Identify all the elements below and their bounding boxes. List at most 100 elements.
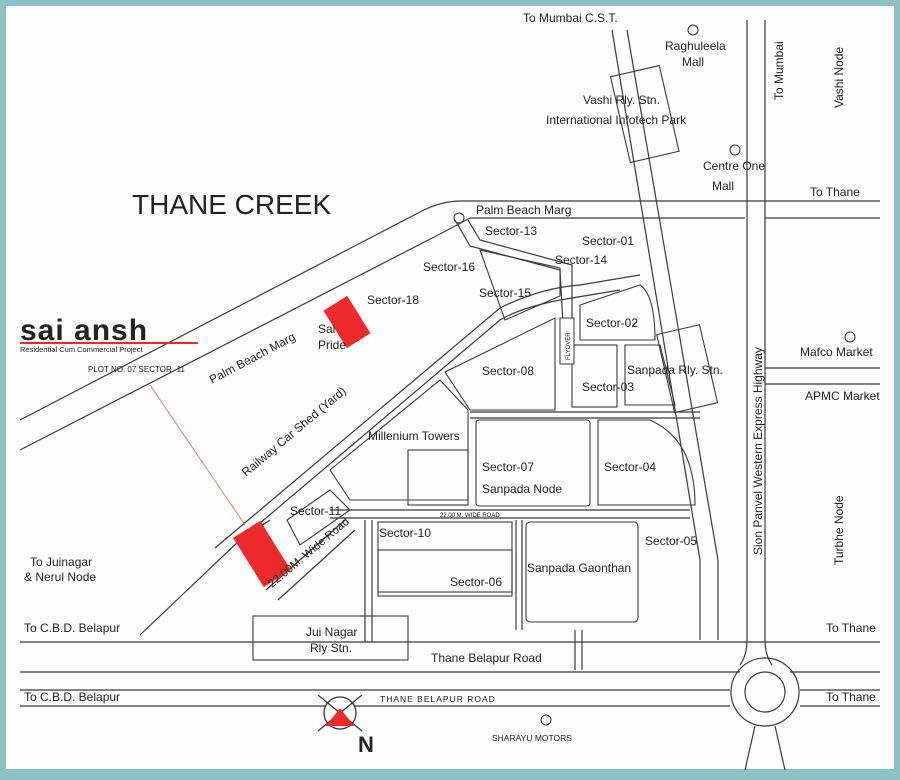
- sanpada-station-box: [655, 324, 719, 414]
- to-thane-mid-label: To Thane: [826, 621, 876, 635]
- vashi-station-label: Vashi Rly. Stn.: [583, 93, 660, 107]
- sector-01-label: Sector-01: [582, 234, 634, 248]
- sanpada-gaonthan-label: Sanpada Gaonthan: [527, 561, 631, 575]
- infotech-park-label: International Infotech Park: [546, 113, 687, 127]
- brand-tagline: Residential Cum Commercial Project: [20, 345, 143, 354]
- sector-08-label: Sector-08: [482, 364, 534, 378]
- block-sanpada-gaonthan: [525, 521, 639, 623]
- palm-beach-junction-icon: [453, 212, 465, 224]
- centre-one-marker-icon: [729, 144, 741, 156]
- jui-nagar-station-label-1: Jui Nagar: [306, 625, 357, 639]
- sector-13-label: Sector-13: [485, 224, 537, 238]
- sector-11-label: Sector-11: [290, 504, 341, 518]
- sector-02-label: Sector-02: [586, 316, 638, 330]
- flyover-label: FLYOVER: [566, 332, 572, 360]
- map-title: THANE CREEK: [132, 189, 331, 220]
- roundabout-approach-south: [744, 725, 786, 771]
- millenium-towers-label: Millenium Towers: [368, 429, 460, 443]
- wide-road-edge-1: [265, 519, 346, 591]
- block-sector-07-west: [407, 449, 469, 506]
- sharayu-marker-icon: [540, 714, 552, 726]
- wide-road-edge-2: [277, 529, 356, 601]
- to-juinagar-label: To Juinagar: [30, 555, 92, 569]
- vashi-node-label: Vashi Node: [832, 47, 846, 108]
- rail-corridor-right: [626, 29, 719, 640]
- roundabout-outer: [730, 657, 800, 727]
- sector-05-label: Sector-05: [645, 534, 697, 548]
- block-sector-03: [571, 344, 618, 408]
- jui-nagar-station-box: [252, 615, 409, 661]
- to-cbd-belapur-bottom-label: To C.B.D. Belapur: [24, 690, 120, 704]
- compass-icon: [317, 694, 363, 732]
- rail-corridor-left: [611, 29, 701, 640]
- sector-inner-road-2: [467, 219, 573, 360]
- sector-18-label: Sector-18: [367, 293, 419, 307]
- internal-wide-road: [330, 509, 690, 519]
- block-sector-06: [377, 549, 513, 597]
- roundabout-approach-north: [739, 639, 773, 666]
- sector-06-label: Sector-06: [450, 575, 502, 589]
- sai-ansh-logo: sai ansh Residential Cum Commercial Proj…: [20, 314, 198, 374]
- wide-road-small-label: 22.00 M. WIDE ROAD: [440, 513, 500, 519]
- block-sector-02: [579, 284, 656, 341]
- palm-beach-marg-top-label: Palm Beach Marg: [476, 203, 571, 217]
- sector-03-label: Sector-03: [582, 380, 634, 394]
- block-sector-07: [475, 419, 591, 507]
- raghuleela-label-1: Raghuleela: [665, 39, 726, 53]
- brand-name: sai ansh: [20, 314, 148, 347]
- sector-14-label: Sector-14: [555, 253, 607, 267]
- vashi-station-box: [609, 64, 680, 164]
- to-mumbai-cst-label: To Mumbai C.S.T.: [523, 11, 618, 25]
- thane-belapur-road-label: Thane Belapur Road: [431, 651, 542, 665]
- mafco-market-label: Mafco Market: [800, 345, 873, 359]
- sector-15-label: Sector-15: [479, 286, 531, 300]
- palm-beach-marg-diag-top: [19, 200, 463, 421]
- sharayu-motors-label: SHARAYU MOTORS: [492, 733, 572, 743]
- thane-belapur-road-caps-label: THANE BELAPUR ROAD: [380, 694, 496, 704]
- centre-one-label-1: Centre One: [703, 159, 765, 173]
- internal-road-vertical: [515, 520, 523, 630]
- plot-pointer-line: [149, 384, 246, 526]
- turbhe-node-label: Turbhe Node: [832, 495, 846, 565]
- sector-07-label: Sector-07: [482, 460, 534, 474]
- block-sector-08: [444, 317, 556, 411]
- internal-road-south: [574, 630, 583, 670]
- raghuleela-marker-icon: [687, 24, 699, 36]
- sai-ansh-plot: [233, 520, 291, 588]
- to-thane-top-label: To Thane: [810, 185, 860, 199]
- to-mumbai-label: To Mumbai: [772, 41, 786, 100]
- to-cbd-belapur-mid-label: To C.B.D. Belapur: [24, 621, 120, 635]
- railway-shed-upper: [139, 289, 621, 636]
- sion-panvel-highway-label: Sion Panvel Western Express Highway: [751, 347, 765, 555]
- sanpada-node-label: Sanpada Node: [482, 482, 562, 496]
- sector-10-label: Sector-10: [379, 526, 431, 540]
- block-sector-11: [286, 489, 351, 546]
- raghuleela-label-2: Mall: [682, 55, 704, 69]
- apmc-road: [765, 367, 880, 385]
- road-network: [19, 20, 880, 771]
- railway-shed-lower: [214, 274, 641, 549]
- sai-pride-plot: [323, 295, 371, 349]
- roundabout-inner: [744, 671, 786, 713]
- plot-number-note: PLOT NO. 07 SECTOR -11: [88, 365, 185, 374]
- flyover-structure: [559, 317, 575, 365]
- apmc-market-label: APMC Market: [805, 389, 880, 403]
- to-thane-bottom-label: To Thane: [826, 690, 876, 704]
- sai-pride-label-1: Sai: [318, 322, 335, 336]
- internal-road-west: [364, 520, 373, 642]
- sanpada-station-label: Sanpada Rly. Stn.: [627, 363, 723, 377]
- palm-beach-marg-diag-bottom: [19, 217, 471, 451]
- sai-pride-label-2: Pride: [318, 338, 346, 352]
- block-sector-15: [479, 249, 561, 321]
- block-sector-04: [597, 419, 696, 506]
- centre-one-label-2: Mall: [712, 179, 734, 193]
- nerul-node-label: & Nerul Node: [24, 570, 96, 584]
- internal-road-mid: [470, 411, 700, 419]
- compass-north-label: N: [358, 732, 374, 757]
- sector-blocks: [286, 249, 696, 623]
- sector-16-label: Sector-16: [423, 260, 475, 274]
- block-sanpada-stn-area: [624, 344, 676, 406]
- sector-04-label: Sector-04: [604, 460, 656, 474]
